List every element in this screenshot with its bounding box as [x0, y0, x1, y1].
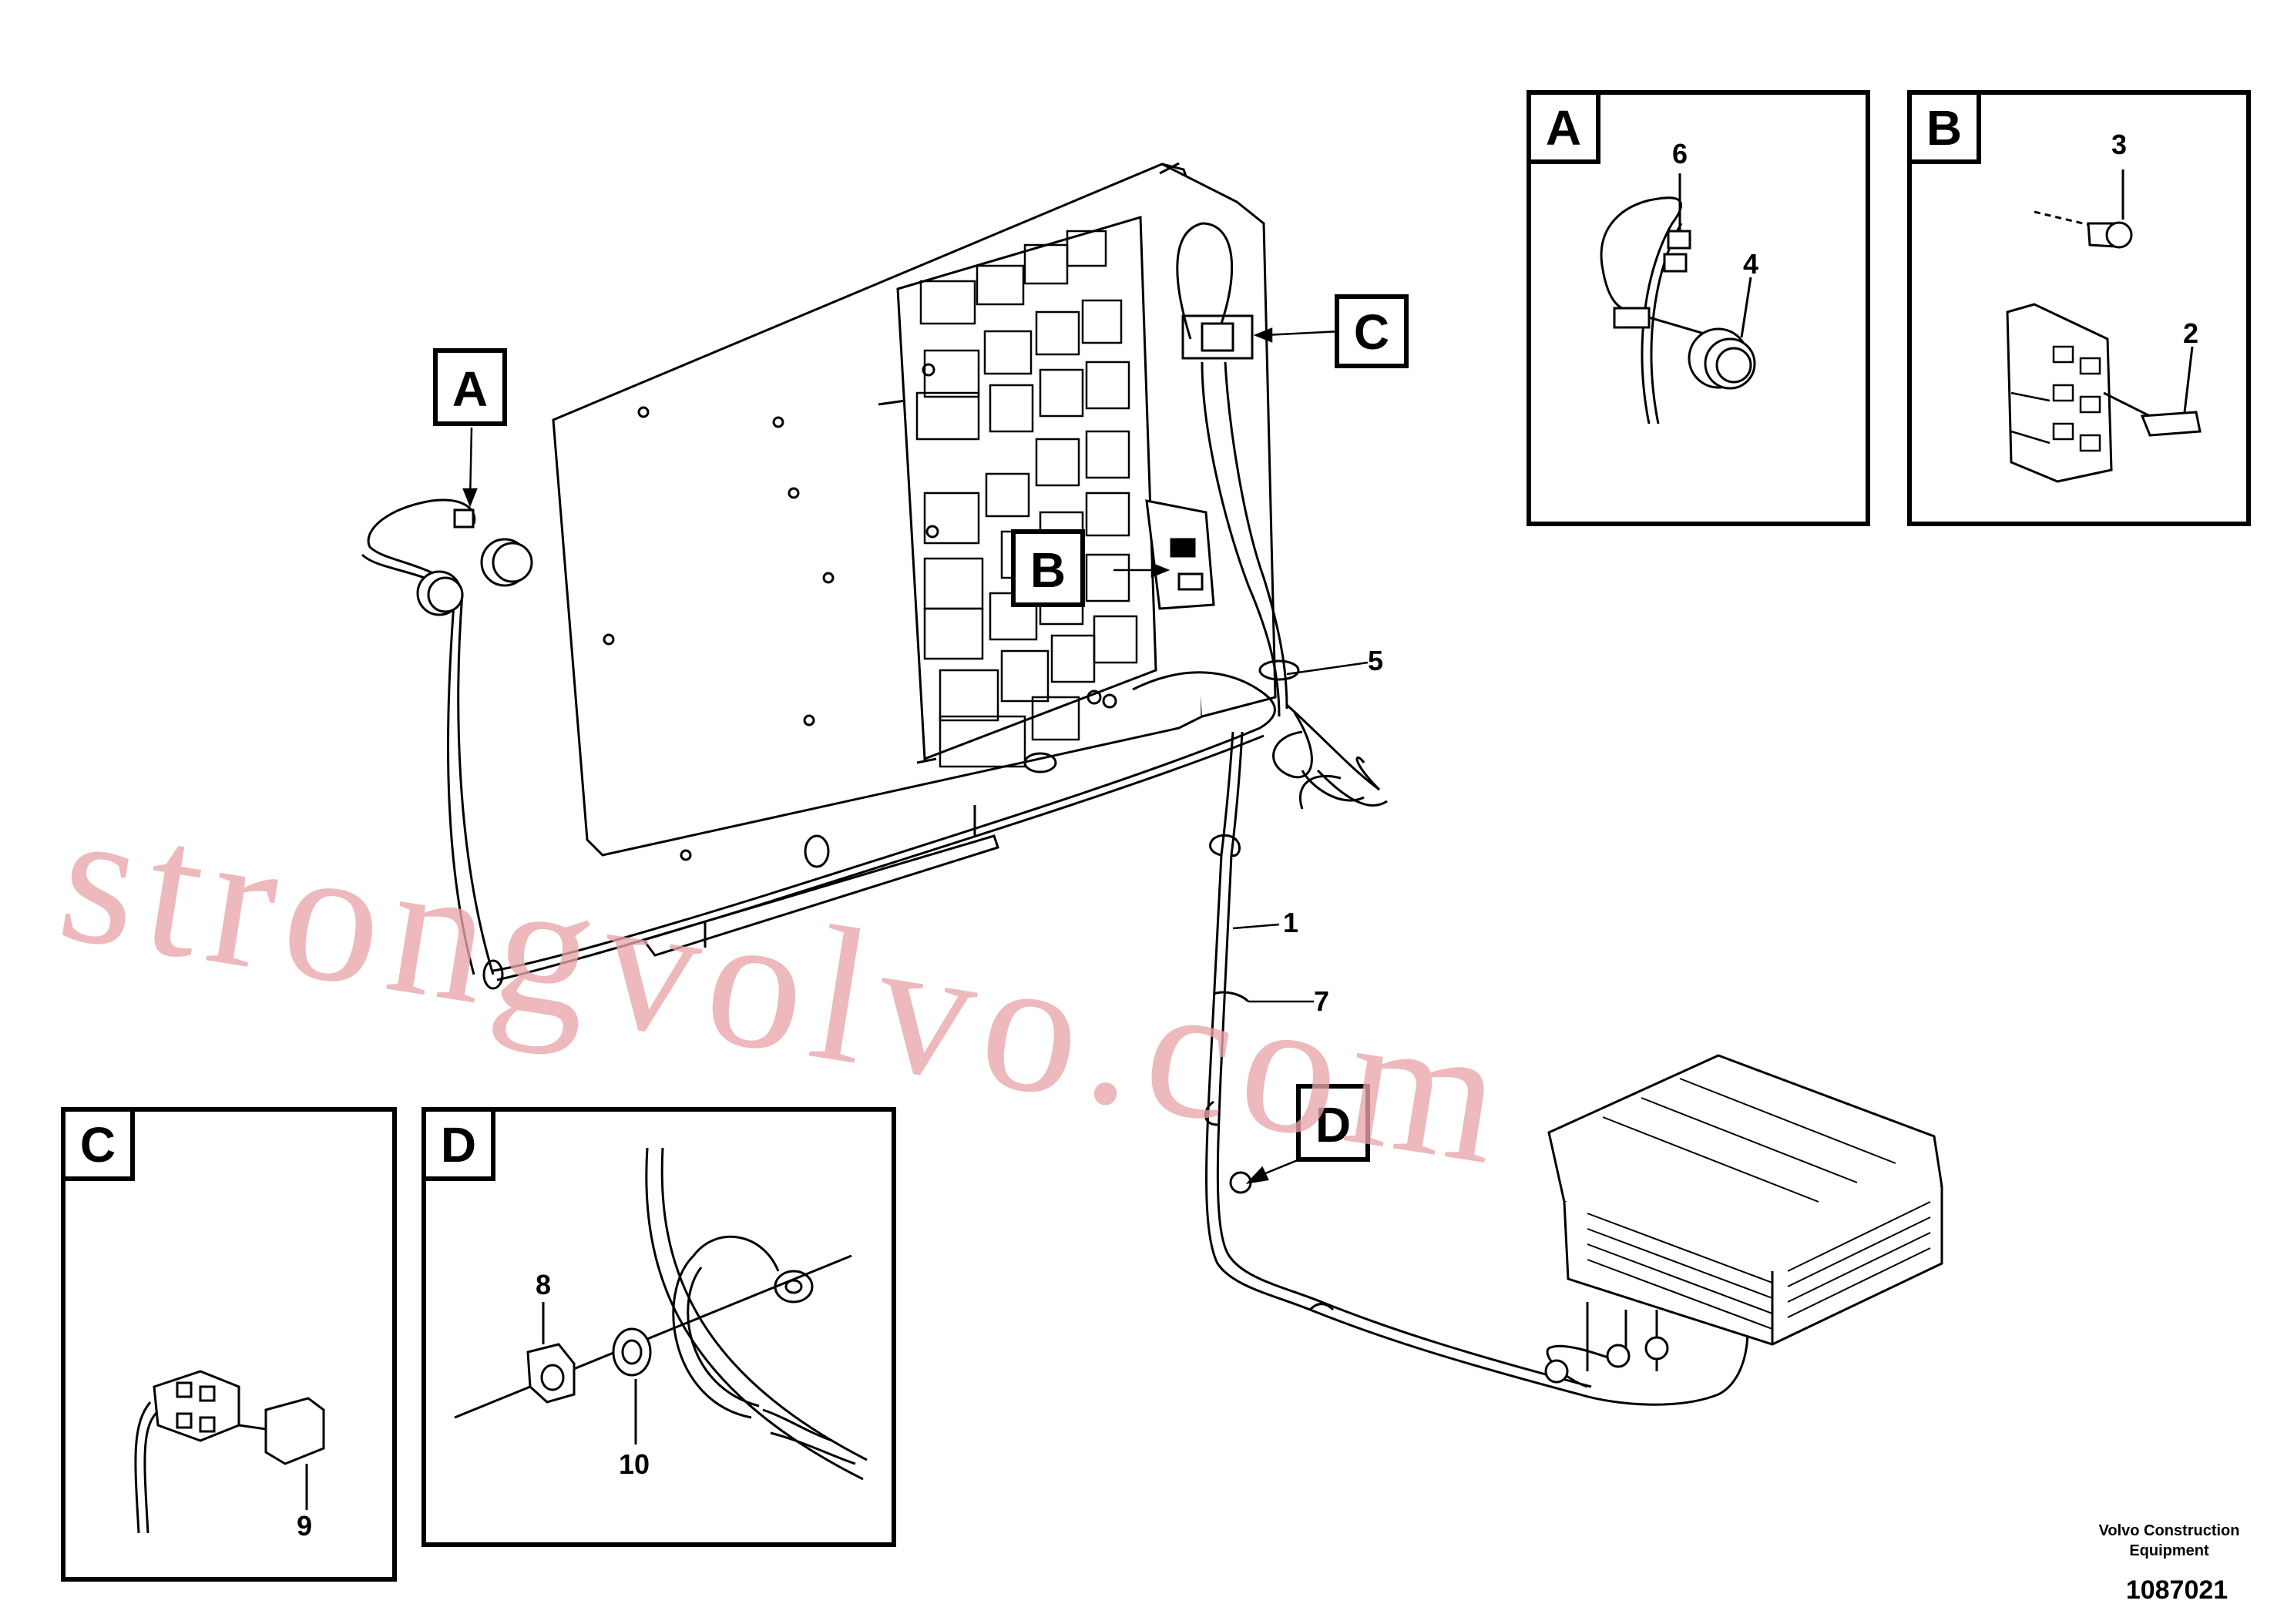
callout-9: 9 [297, 1510, 312, 1542]
detail-d: D 8 10 [422, 1107, 896, 1547]
callout-1: 1 [1283, 907, 1298, 938]
main-tag-a: A [433, 348, 507, 426]
callout-7: 7 [1314, 985, 1329, 1017]
main-tag-a-label: A [452, 361, 488, 417]
power-socket-assembly [361, 498, 533, 975]
callout-2: 2 [2183, 317, 2198, 349]
main-tag-c-label: C [1354, 304, 1389, 360]
callout-4: 4 [1743, 248, 1758, 280]
callout-6: 6 [1672, 138, 1688, 169]
detail-d-tag: D [441, 1117, 476, 1173]
connector-c [1181, 314, 1254, 360]
main-tag-d-label: D [1315, 1097, 1351, 1153]
main-tag-b-label: B [1030, 542, 1066, 598]
main-tag-c: C [1335, 294, 1409, 368]
footer-company-line2: Equipment [2129, 1542, 2209, 1559]
callout-10: 10 [619, 1448, 650, 1480]
detail-b-tag: B [1926, 100, 1962, 156]
callout-3: 3 [2111, 129, 2127, 160]
detail-c-tag: C [80, 1117, 116, 1173]
callout-5: 5 [1368, 645, 1383, 676]
control-unit [1547, 1054, 1943, 1346]
callout-8: 8 [536, 1269, 551, 1300]
detail-a: A 6 4 [1527, 90, 1870, 526]
main-tag-d: D [1296, 1084, 1370, 1162]
detail-a-tag: A [1546, 100, 1581, 156]
main-tag-b: B [1011, 529, 1085, 607]
detail-b: B 3 2 [1907, 90, 2251, 526]
footer-company-line1: Volvo Construction [2099, 1522, 2240, 1539]
detail-c: C 9 [61, 1107, 397, 1582]
relay-socket [1145, 499, 1215, 610]
footer-drawing-number: 1087021 [2126, 1575, 2228, 1605]
electrical-panel [552, 162, 1277, 957]
